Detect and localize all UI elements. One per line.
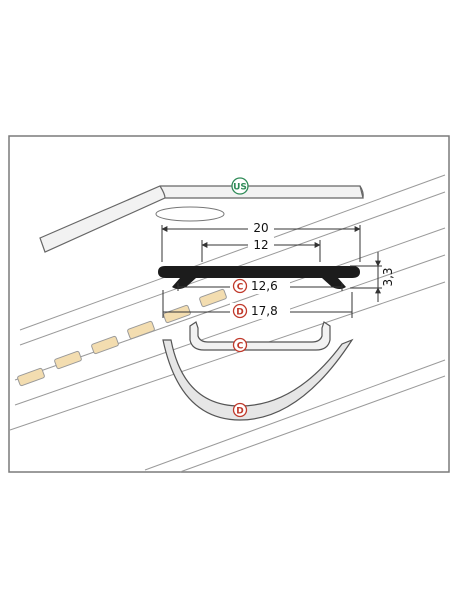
diffuser-d [162, 338, 354, 421]
c-badge-bottom [232, 337, 248, 353]
c-badge-bottom-label: C [237, 342, 244, 352]
dimension-d-label: 17,8 [251, 304, 278, 318]
diffuser-c [189, 321, 331, 351]
dimension-c-label: 12,6 [251, 279, 278, 293]
c-badge-top [232, 278, 248, 294]
dimension-12 [201, 237, 321, 262]
led-strip [17, 288, 227, 387]
us-badge-label: US [233, 183, 247, 193]
d-badge-bottom [232, 402, 248, 418]
dimension-20-label: 20 [253, 221, 268, 235]
c-badge-top-label: C [237, 283, 244, 293]
us-badge [231, 177, 249, 195]
dimension-3-3-label: 3,3 [381, 267, 395, 286]
dimension-20 [161, 220, 361, 262]
dimension-12-label: 12 [253, 238, 268, 252]
d-badge-top [232, 303, 248, 319]
d-badge-top-label: D [236, 308, 243, 318]
dimension-3-3 [350, 252, 382, 302]
aluminium-profile [158, 266, 360, 289]
top-cover-strip [39, 185, 364, 253]
d-badge-bottom-label: D [236, 407, 243, 417]
extrusion-perspective [9, 174, 446, 473]
cover-hole [155, 206, 225, 222]
